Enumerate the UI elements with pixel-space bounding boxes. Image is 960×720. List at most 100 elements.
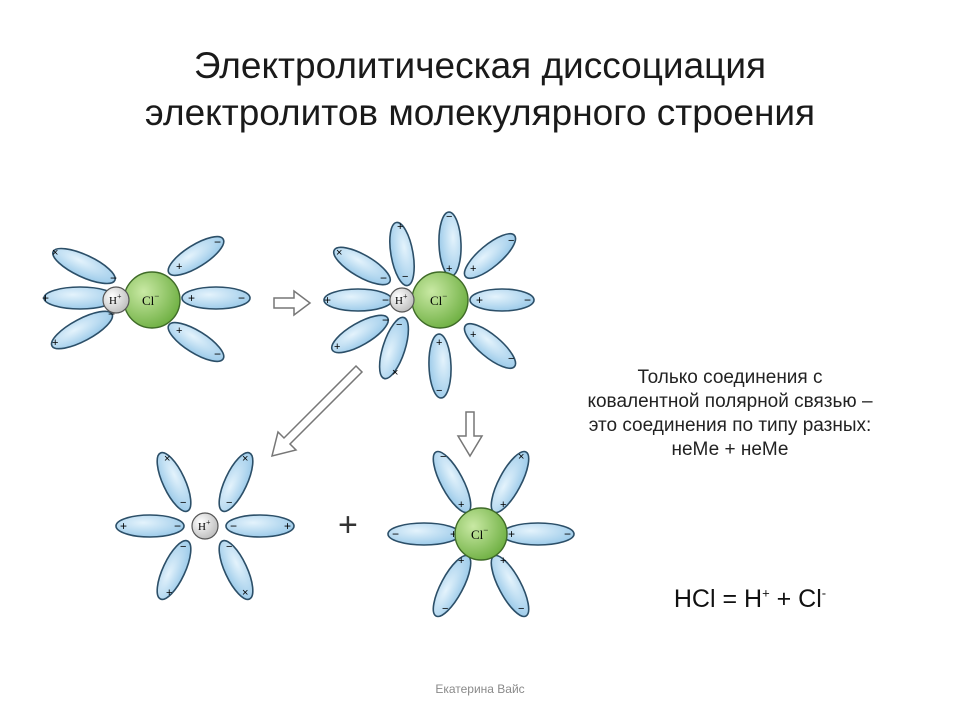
hydrogen-ion: H+ bbox=[191, 512, 219, 540]
svg-text:+: + bbox=[500, 555, 506, 567]
slide-title: Электролитическая диссоциация электролит… bbox=[0, 42, 960, 136]
cl-charge: - bbox=[821, 585, 827, 601]
svg-text:−: − bbox=[508, 353, 514, 365]
svg-text:×: × bbox=[518, 451, 524, 463]
svg-text:−: − bbox=[402, 271, 408, 283]
hydrated-chloride-ion: − + × + − + + − + − + − bbox=[387, 450, 575, 618]
title-line-1: Электролитическая диссоциация bbox=[193, 45, 767, 86]
water-dipole: − + bbox=[387, 522, 461, 546]
svg-text:+: + bbox=[476, 293, 483, 307]
svg-text:−: − bbox=[392, 527, 399, 541]
svg-text:+: + bbox=[166, 587, 172, 599]
water-dipole: + − bbox=[490, 554, 530, 618]
equation-lhs: HCl = H bbox=[673, 585, 763, 613]
svg-text:+: + bbox=[176, 325, 182, 337]
svg-text:−: − bbox=[380, 271, 387, 285]
water-dipole: × + bbox=[490, 450, 530, 514]
water-dipole: × − bbox=[218, 451, 254, 513]
description-line: это соединения по типу разных: bbox=[588, 415, 872, 436]
svg-text:−: − bbox=[508, 235, 514, 247]
svg-text:+: + bbox=[450, 527, 457, 541]
svg-text:−: − bbox=[180, 541, 186, 553]
hydrated-hydrogen-ion: × − × − + − − + − + − × bbox=[115, 451, 295, 601]
water-dipole: − + bbox=[225, 514, 295, 538]
author-footer: Екатерина Вайс bbox=[435, 682, 525, 696]
water-dipole: + − bbox=[389, 221, 415, 287]
water-dipole: − + bbox=[438, 211, 462, 277]
svg-text:+: + bbox=[436, 337, 442, 349]
svg-text:+: + bbox=[458, 499, 464, 511]
svg-text:H+: H+ bbox=[109, 292, 122, 307]
water-dipole: × − bbox=[378, 316, 410, 380]
svg-text:+: + bbox=[52, 337, 58, 349]
water-dipole: + − bbox=[432, 554, 472, 618]
svg-text:−: − bbox=[446, 211, 452, 223]
water-dipole: − + bbox=[156, 539, 192, 601]
water-dipole: + − bbox=[167, 235, 225, 277]
svg-text:+: + bbox=[458, 555, 464, 567]
svg-text:+: + bbox=[508, 527, 515, 541]
svg-text:−: − bbox=[230, 519, 237, 533]
water-dipole: × − bbox=[52, 247, 117, 285]
water-dipole: × − bbox=[332, 246, 392, 286]
hcl-dissociation-diagram: + − × − + − + − + − + − bbox=[42, 211, 575, 618]
svg-text:+: + bbox=[42, 291, 49, 305]
svg-text:−: − bbox=[214, 235, 221, 249]
svg-text:Cl−: Cl− bbox=[471, 525, 488, 542]
description-line: Только соединения с bbox=[637, 367, 823, 388]
svg-text:−: − bbox=[396, 319, 402, 331]
svg-text:−: − bbox=[564, 527, 571, 541]
svg-text:+: + bbox=[470, 329, 476, 341]
chlorine-atom: Cl− bbox=[411, 271, 469, 329]
svg-text:×: × bbox=[242, 587, 248, 599]
water-dipole: + − bbox=[330, 313, 390, 354]
svg-text:×: × bbox=[392, 367, 398, 379]
hydrogen-atom: H+ bbox=[102, 286, 130, 314]
svg-text:−: − bbox=[518, 603, 524, 615]
svg-text:−: − bbox=[180, 497, 186, 509]
plus-sign: + bbox=[338, 506, 358, 544]
chloride-ion: Cl− bbox=[454, 507, 508, 561]
svg-text:×: × bbox=[164, 453, 170, 465]
down-arrow-icon bbox=[456, 411, 484, 458]
svg-text:−: − bbox=[174, 519, 181, 533]
svg-text:−: − bbox=[238, 291, 245, 305]
title-line-2: электролитов молекулярного строения bbox=[144, 92, 816, 133]
svg-text:−: − bbox=[110, 271, 117, 285]
description-line: неМе + неМе bbox=[671, 439, 789, 460]
equation-rhs: + Cl bbox=[769, 585, 822, 613]
svg-text:−: − bbox=[382, 313, 389, 327]
svg-text:−: − bbox=[440, 451, 446, 463]
svg-text:+: + bbox=[397, 221, 403, 233]
svg-text:Cl−: Cl− bbox=[142, 291, 159, 308]
h-charge: + bbox=[762, 585, 770, 601]
svg-text:×: × bbox=[336, 247, 342, 259]
water-dipole: + − bbox=[463, 232, 517, 280]
hcl-molecule-hydrated: + − × − + − + − + − + − bbox=[42, 235, 251, 363]
svg-text:−: − bbox=[214, 347, 221, 361]
svg-text:+: + bbox=[500, 499, 506, 511]
water-dipole: + − bbox=[181, 286, 251, 310]
water-dipole: + − bbox=[469, 288, 535, 312]
water-dipole: − × bbox=[218, 539, 254, 601]
water-dipole: + − bbox=[501, 522, 575, 546]
svg-text:−: − bbox=[382, 293, 389, 307]
svg-text:Cl−: Cl− bbox=[430, 291, 447, 308]
svg-text:+: + bbox=[470, 263, 476, 275]
svg-text:−: − bbox=[226, 541, 232, 553]
water-dipole: + − bbox=[50, 307, 115, 350]
svg-text:+: + bbox=[446, 263, 452, 275]
dissociation-equation: HCl = H+ + Cl- bbox=[600, 585, 900, 614]
chlorine-atom: Cl− bbox=[123, 271, 181, 329]
water-dipole: × − bbox=[156, 451, 192, 513]
description-line: ковалентной полярной связью – bbox=[587, 391, 873, 412]
water-dipole: + − bbox=[167, 321, 225, 363]
water-dipole: + − bbox=[463, 322, 517, 370]
svg-text:H+: H+ bbox=[198, 518, 211, 533]
description-text: Только соединения с ковалентной полярной… bbox=[555, 366, 905, 462]
svg-text:+: + bbox=[120, 519, 127, 533]
water-dipole: + − bbox=[115, 514, 185, 538]
svg-text:+: + bbox=[284, 519, 291, 533]
svg-text:−: − bbox=[226, 497, 232, 509]
svg-text:−: − bbox=[442, 603, 448, 615]
